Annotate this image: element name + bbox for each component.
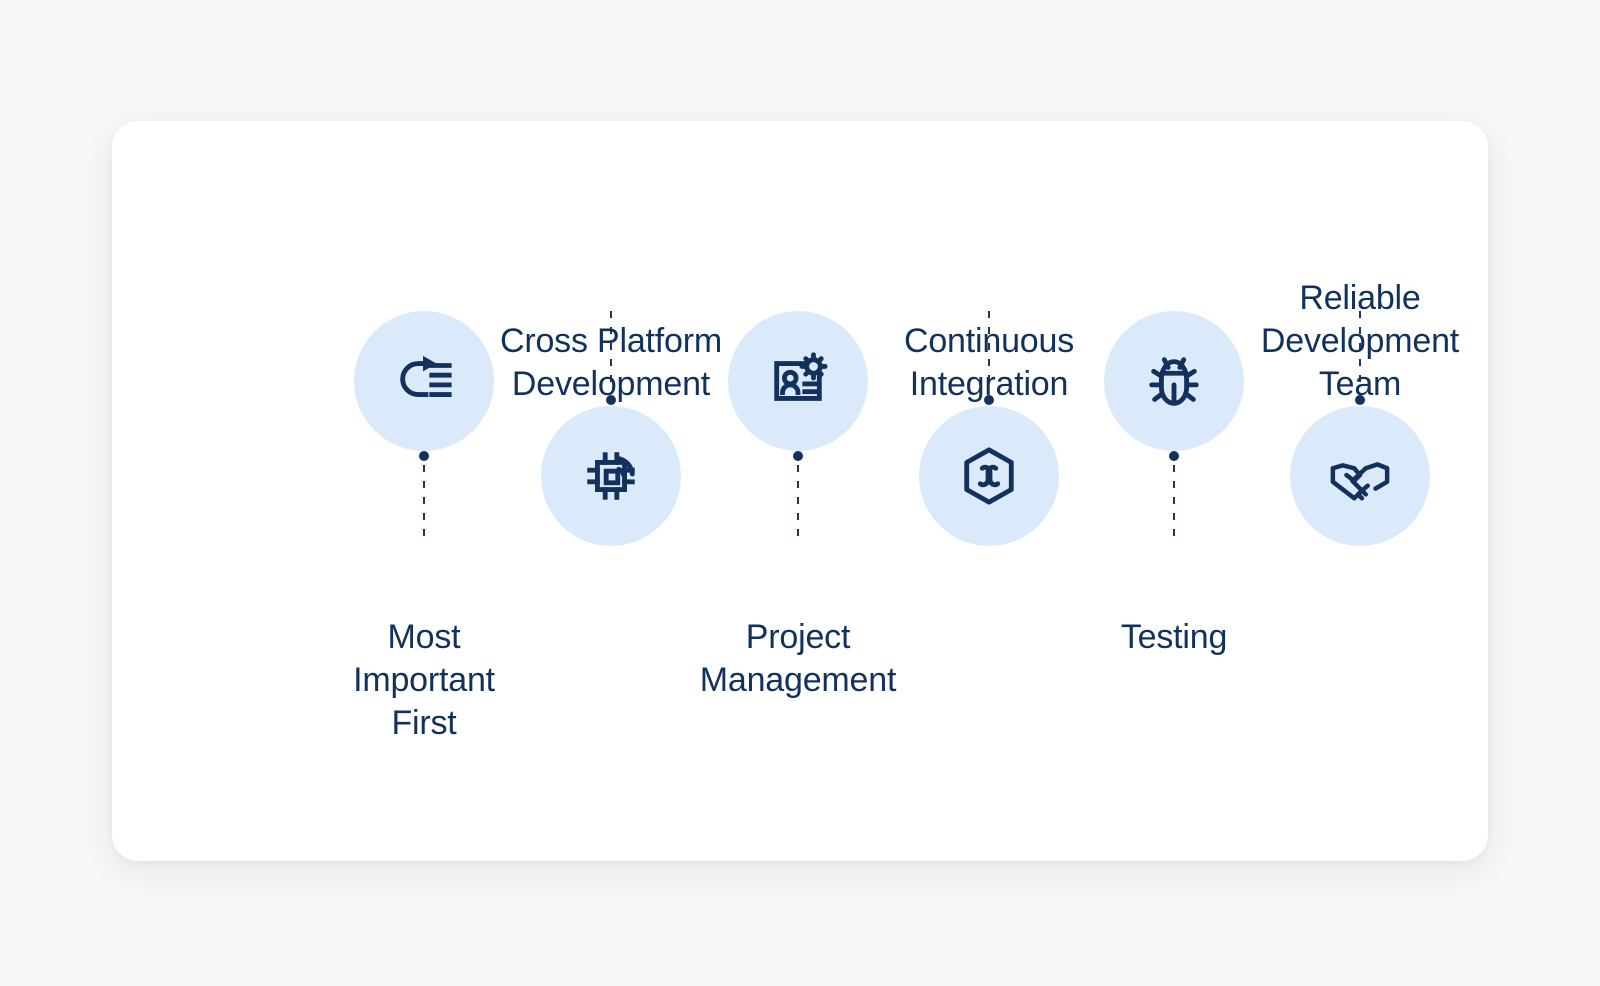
milestone-icon-badge[interactable] [728, 311, 868, 451]
hexagon-integration-icon [964, 447, 1014, 505]
milestone-continuous-integration[interactable]: Continuous Integration [839, 121, 1139, 861]
milestone-label: Continuous Integration [903, 322, 1074, 403]
milestone-connector [1355, 311, 1365, 411]
cpu-chip-icon [587, 452, 635, 500]
bug-icon [1149, 357, 1199, 406]
connector-dashed-line [1173, 465, 1175, 541]
connector-dot [1169, 451, 1179, 461]
user-card-settings-icon [774, 352, 828, 401]
milestone-most-important-first[interactable]: Most Important First [274, 121, 574, 861]
milestone-connector [984, 311, 994, 411]
milestone-icon-badge[interactable] [1104, 311, 1244, 451]
milestone-icon-badge[interactable] [541, 406, 681, 546]
milestone-connector [419, 451, 429, 541]
milestone-label: Project Management [699, 618, 897, 699]
milestone-testing[interactable]: Testing [1024, 121, 1324, 861]
milestone-icon-badge[interactable] [919, 406, 1059, 546]
milestone-label: Reliable Development Team [1260, 279, 1460, 403]
connector-dot [1355, 395, 1365, 405]
connector-dashed-line [1359, 311, 1361, 389]
milestone-project-management[interactable]: Project Management [648, 121, 948, 861]
milestone-label: Testing [1120, 618, 1228, 656]
priority-list-icon [400, 355, 452, 397]
connector-dot [606, 395, 616, 405]
milestone-reliable-development-team[interactable]: Reliable Development Team [1210, 121, 1510, 861]
milestone-connector [606, 311, 616, 411]
connector-dot [984, 395, 994, 405]
connector-dashed-line [988, 311, 990, 389]
milestone-cross-platform-development[interactable]: Cross Platform Development [461, 121, 761, 861]
infographic-card: Most Important First Cross [112, 121, 1488, 861]
connector-dot [793, 451, 803, 461]
milestone-connector [1169, 451, 1179, 541]
handshake-icon [1330, 462, 1390, 501]
milestone-icon-badge[interactable] [1290, 406, 1430, 546]
milestone-connector [793, 451, 803, 541]
connector-dashed-line [610, 311, 612, 389]
milestone-label: Most Important First [353, 618, 495, 742]
connector-dashed-line [423, 465, 425, 541]
milestone-icon-badge[interactable] [354, 311, 494, 451]
milestone-label: Cross Platform Development [499, 322, 723, 403]
connector-dot [419, 451, 429, 461]
connector-dashed-line [797, 465, 799, 541]
